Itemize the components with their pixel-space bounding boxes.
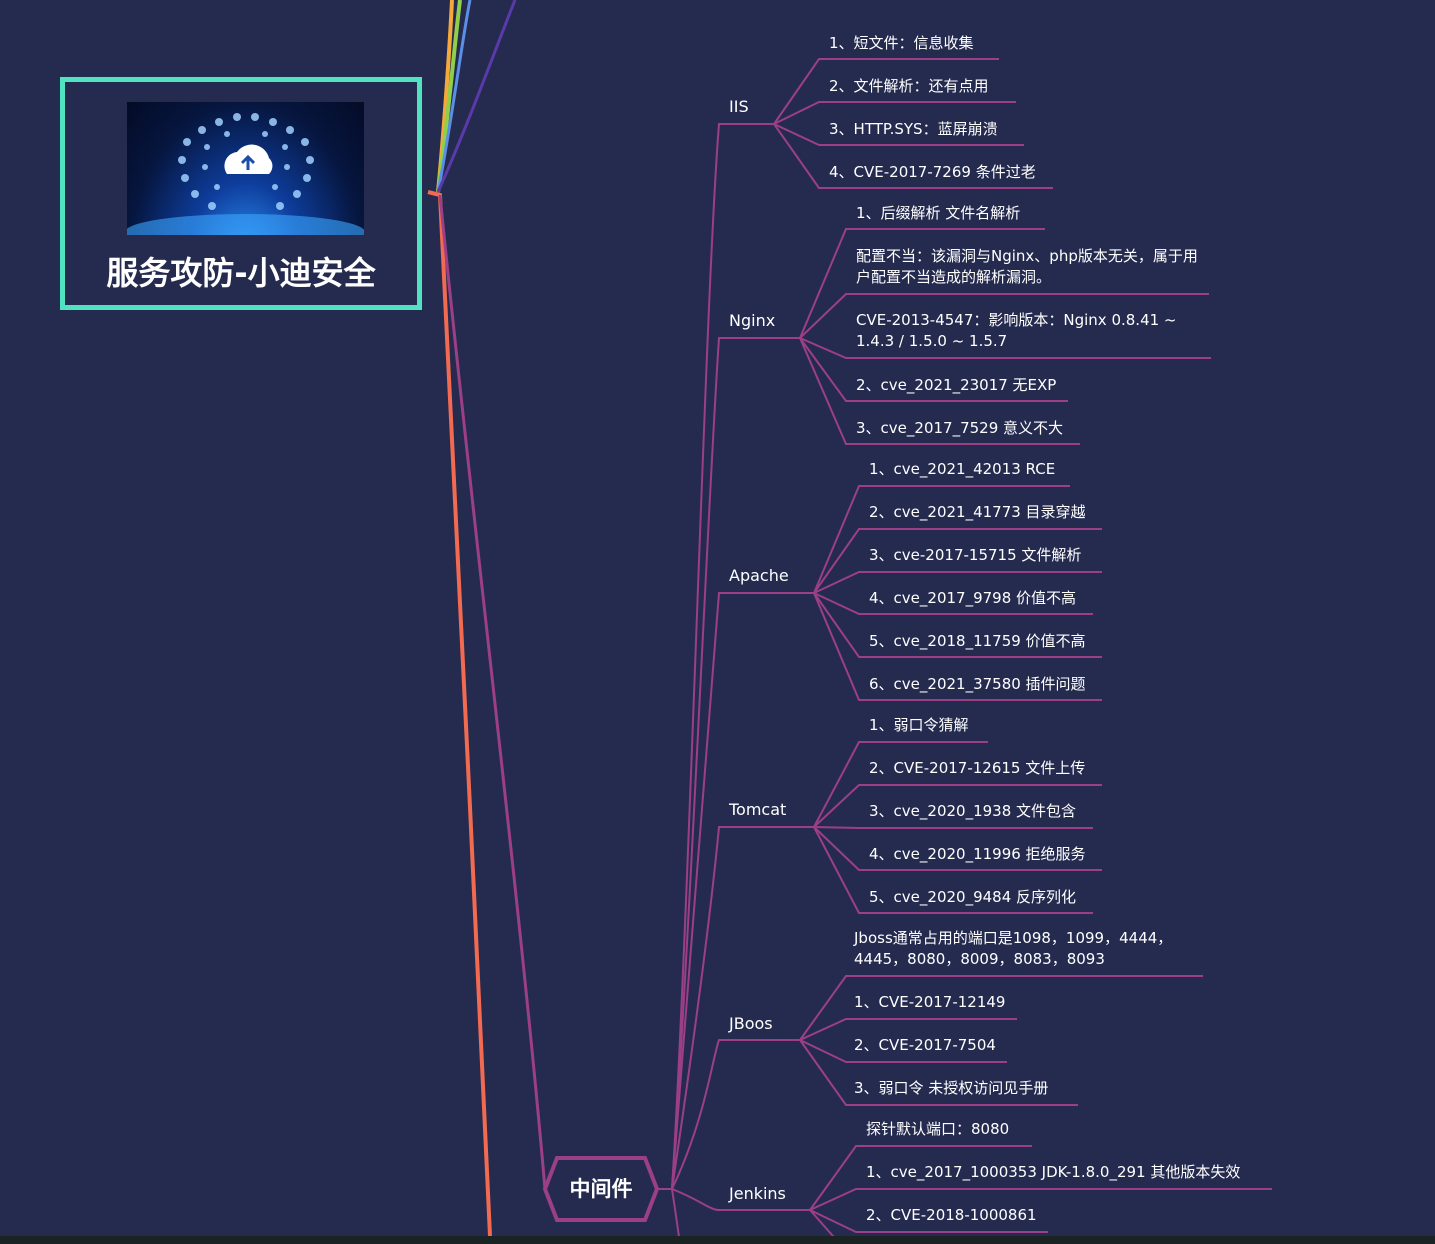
category-iis[interactable]: IIS — [729, 97, 749, 116]
leaf-jenkins-2[interactable]: 1、cve_2017_1000353 JDK-1.8.0_291 其他版本失效 — [866, 1163, 1241, 1181]
leaf-iis-3[interactable]: 3、HTTP.SYS：蓝屏崩溃 — [829, 120, 998, 138]
category-tomcat[interactable]: Tomcat — [729, 800, 787, 819]
leaf-tomcat-1[interactable]: 1、弱口令猜解 — [869, 716, 969, 734]
root-title: 服务攻防-小迪安全 — [106, 254, 376, 292]
leaf-nginx-4[interactable]: 2、cve_2021_23017 无EXP — [856, 376, 1057, 394]
leaf-apache-5[interactable]: 5、cve_2018_11759 价值不高 — [869, 632, 1086, 650]
leaf-tomcat-4[interactable]: 4、cve_2020_11996 拒绝服务 — [869, 845, 1086, 863]
leaf-jboos-4[interactable]: 3、弱口令 未授权访问见手册 — [854, 1079, 1049, 1097]
leaf-apache-4[interactable]: 4、cve_2017_9798 价值不高 — [869, 589, 1077, 607]
middleware-label: 中间件 — [569, 1177, 633, 1201]
leaf-jboos-2[interactable]: 1、CVE-2017-12149 — [854, 993, 1006, 1011]
root-node[interactable]: 服务攻防-小迪安全 — [60, 77, 422, 310]
leaf-apache-2[interactable]: 2、cve_2021_41773 目录穿越 — [869, 503, 1086, 521]
leaf-nginx-2[interactable]: 配置不当：该漏洞与Nginx、php版本无关，属于用户配置不当造成的解析漏洞。 — [856, 247, 1198, 286]
bottom-bar — [0, 1236, 1435, 1244]
leaf-apache-6[interactable]: 6、cve_2021_37580 插件问题 — [869, 675, 1086, 693]
category-jboos[interactable]: JBoos — [729, 1014, 773, 1033]
leaf-jboos-3[interactable]: 2、CVE-2017-7504 — [854, 1036, 996, 1054]
leaf-apache-3[interactable]: 3、cve-2017-15715 文件解析 — [869, 546, 1082, 564]
middleware-node[interactable]: 中间件 — [545, 1158, 657, 1220]
leaf-tomcat-2[interactable]: 2、CVE-2017-12615 文件上传 — [869, 759, 1086, 777]
leaf-iis-1[interactable]: 1、短文件：信息收集 — [829, 34, 974, 52]
leaf-nginx-3[interactable]: CVE-2013-4547：影响版本：Nginx 0.8.41 ~ 1.4.3 … — [856, 311, 1177, 350]
leaf-tomcat-5[interactable]: 5、cve_2020_9484 反序列化 — [869, 888, 1077, 906]
leaf-nginx-5[interactable]: 3、cve_2017_7529 意义不大 — [856, 419, 1064, 437]
category-jenkins[interactable]: Jenkins — [729, 1184, 786, 1203]
category-apache[interactable]: Apache — [729, 566, 789, 585]
leaf-tomcat-3[interactable]: 3、cve_2020_1938 文件包含 — [869, 802, 1077, 820]
cloud-network-icon — [127, 113, 364, 235]
leaf-jenkins-1[interactable]: 探针默认端口：8080 — [866, 1120, 1010, 1138]
cloud-network-image — [127, 102, 364, 235]
leaf-nginx-1[interactable]: 1、后缀解析 文件名解析 — [856, 204, 1021, 222]
leaf-apache-1[interactable]: 1、cve_2021_42013 RCE — [869, 460, 1056, 478]
leaf-jboos-1[interactable]: Jboss通常占用的端口是1098，1099，4444，4445，8080，80… — [854, 929, 1173, 968]
category-nginx[interactable]: Nginx — [729, 311, 776, 330]
leaf-iis-4[interactable]: 4、CVE-2017-7269 条件过老 — [829, 163, 1036, 181]
leaf-jenkins-3[interactable]: 2、CVE-2018-1000861 — [866, 1206, 1037, 1224]
leaf-iis-2[interactable]: 2、文件解析：还有点用 — [829, 77, 989, 95]
